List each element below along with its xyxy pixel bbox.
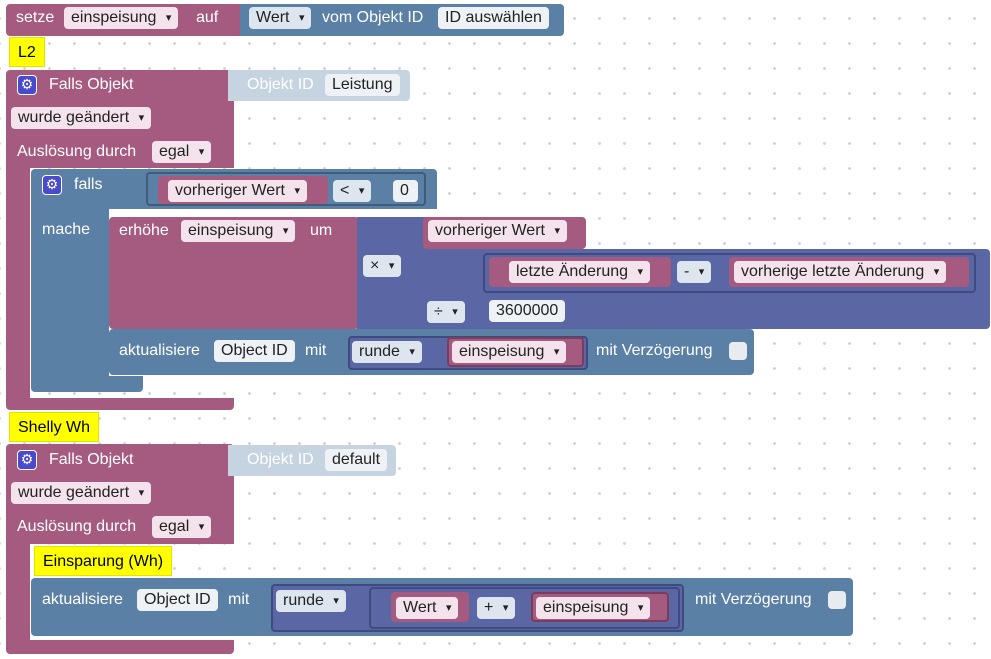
trigger-by-dropdown[interactable]: egal	[152, 516, 212, 538]
round-dropdown[interactable]: runde	[276, 590, 346, 612]
comment-shelly-wh[interactable]: Shelly Wh	[9, 412, 100, 442]
set-label: setze	[16, 9, 55, 26]
trigger-block-2-left	[6, 544, 30, 644]
trigger-by-dropdown[interactable]: egal	[152, 141, 212, 163]
object-id-value[interactable]: Leistung	[325, 74, 400, 96]
if-block-left	[31, 209, 109, 379]
gear-icon[interactable]: ⚙	[17, 75, 37, 95]
delay-checkbox[interactable]	[828, 591, 846, 609]
divide-operator-dropdown[interactable]: ÷	[427, 301, 465, 323]
if-label: falls	[74, 176, 103, 193]
by-label: um	[310, 222, 333, 239]
update-label: aktualisiere	[119, 342, 200, 359]
comment-l2[interactable]: L2	[9, 37, 45, 67]
update-object-id-field[interactable]: Object ID	[214, 340, 295, 362]
change-type-dropdown[interactable]: wurde geändert	[11, 482, 152, 504]
trigger-block-2-bottom	[6, 640, 234, 654]
gear-icon[interactable]: ⚙	[17, 450, 37, 470]
object-id-field[interactable]: ID auswählen	[438, 7, 549, 29]
increment-label: erhöhe	[119, 222, 169, 239]
to-label: auf	[196, 9, 219, 26]
value-dropdown[interactable]: Wert	[396, 597, 459, 619]
delay-checkbox[interactable]	[729, 342, 747, 360]
trigger-by-label: Auslösung durch	[17, 518, 137, 535]
update-object-id-field[interactable]: Object ID	[137, 589, 218, 611]
multiply-operator-dropdown[interactable]: ×	[363, 255, 402, 277]
with-delay-label: mit Verzögerung	[695, 591, 812, 608]
last-change-dropdown[interactable]: letzte Änderung	[509, 261, 651, 283]
variable-dropdown[interactable]: einspeisung	[64, 7, 179, 29]
object-id-label: Objekt ID	[247, 76, 314, 93]
update-label: aktualisiere	[42, 591, 123, 608]
variable-dropdown[interactable]: einspeisung	[536, 597, 651, 619]
gear-icon[interactable]: ⚙	[42, 175, 62, 195]
previous-value-dropdown[interactable]: vorheriger Wert	[428, 220, 567, 242]
do-label: mache	[42, 221, 91, 238]
from-object-label: vom Objekt ID	[322, 9, 424, 26]
add-operator-dropdown[interactable]: +	[477, 597, 516, 619]
previous-last-change-dropdown[interactable]: vorherige letzte Änderung	[734, 261, 947, 283]
trigger-block-1-bottom	[6, 398, 234, 410]
divisor-number[interactable]: 3600000	[489, 300, 566, 322]
with-delay-label: mit Verzögerung	[596, 342, 713, 359]
object-id-label: Objekt ID	[247, 451, 314, 468]
comment-einsparung[interactable]: Einsparung (Wh)	[34, 546, 173, 576]
with-label: mit	[228, 591, 250, 608]
trigger-by-label: Auslösung durch	[17, 143, 137, 160]
operator-dropdown[interactable]: <	[333, 180, 372, 202]
with-label: mit	[305, 342, 327, 359]
round-dropdown[interactable]: runde	[352, 341, 422, 363]
trigger-title: Falls Objekt	[49, 76, 134, 93]
increment-variable-dropdown[interactable]: einspeisung	[181, 220, 296, 242]
previous-value-dropdown[interactable]: vorheriger Wert	[168, 180, 307, 202]
object-id-value[interactable]: default	[325, 449, 388, 471]
variable-dropdown[interactable]: einspeisung	[452, 341, 567, 363]
attribute-dropdown[interactable]: Wert	[249, 7, 312, 29]
compare-number[interactable]: 0	[393, 180, 418, 202]
trigger-block-1-left	[6, 168, 30, 398]
change-type-dropdown[interactable]: wurde geändert	[11, 107, 152, 129]
subtract-operator-dropdown[interactable]: -	[677, 261, 712, 283]
if-block-bottom	[31, 376, 143, 392]
trigger-title: Falls Objekt	[49, 451, 134, 468]
